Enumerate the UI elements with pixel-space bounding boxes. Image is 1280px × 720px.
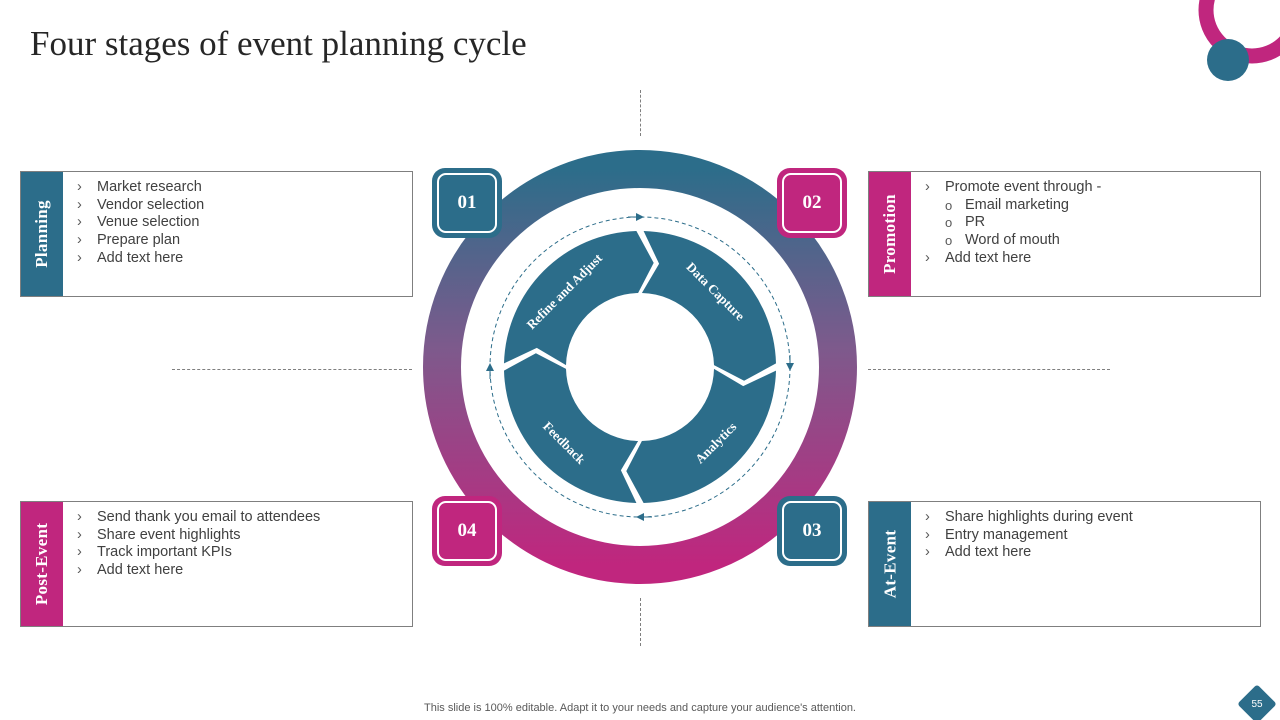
stage-name: Post-Event — [32, 522, 52, 606]
community-building-label: Community Building — [560, 108, 721, 151]
list-item: › Promote event through - — [925, 179, 1252, 197]
item-text: PR — [965, 214, 986, 231]
stage-number-badge-01: 01 — [432, 168, 502, 238]
stage-number: 01 — [437, 173, 497, 233]
item-text: Send thank you email to attendees — [97, 509, 321, 525]
cycle-segment — [504, 353, 639, 503]
stage-number-badge-04: 04 — [432, 496, 502, 566]
item-text: Entry management — [945, 526, 1068, 543]
stage-panel-at-event: At-Event ›Share highlights during event›… — [868, 501, 1261, 627]
list-item: › Entry management — [925, 527, 1252, 545]
stage-items: › Promote event through - o Email marketing… — [925, 179, 1252, 268]
item-text: Add text here — [945, 249, 1032, 266]
corner-decoration — [1198, 0, 1280, 81]
page-title: Four stages of event planning cycle — [30, 24, 527, 63]
bullet-marker: › — [925, 509, 930, 525]
bullet-marker: o — [945, 233, 953, 249]
stage-label-bar: At-Event — [869, 502, 911, 626]
list-item: › Share highlights during event — [925, 509, 1252, 527]
stage-items: › Market research › Vendor selection › Venue … — [77, 179, 404, 268]
stage-panel-promotion: Promotion › Promote event through - o Email… — [868, 171, 1261, 297]
page-number: 55 — [1251, 698, 1263, 710]
item-text: Track important KPIs — [97, 544, 232, 561]
bullet-marker: › — [77, 232, 82, 249]
cycle-segment — [641, 231, 776, 381]
bullet-marker: o — [945, 215, 953, 231]
stage-number-badge-03: 03 — [777, 496, 847, 566]
item-text: Promote event through - — [945, 179, 1102, 195]
item-text: Add text here — [97, 249, 184, 266]
stage-items: › Share highlights during event › Entry man… — [925, 509, 1252, 562]
item-text: Share event highlights — [97, 526, 241, 543]
bullet-marker: › — [77, 526, 82, 543]
bullet-marker: › — [77, 179, 82, 195]
page-number-badge: 55 — [1237, 684, 1277, 720]
stage-name: At-Event — [880, 529, 899, 599]
bullet-marker: › — [925, 179, 930, 195]
bullet-marker: › — [77, 214, 82, 231]
list-item: › Add text here — [925, 544, 1252, 562]
sub-list-item: o PR — [925, 214, 1252, 232]
list-item: › Vendor selection — [77, 197, 404, 215]
footer-note: This slide is 100% editable. Adapt it to… — [424, 702, 856, 714]
list-item: › Track important KPIs — [77, 544, 404, 562]
list-item: › Share event highlights — [77, 527, 404, 545]
stage-items: › Send thank you email to attendees › Share… — [77, 509, 404, 580]
stage-number: 03 — [782, 501, 842, 561]
item-text: Vendor selection — [97, 196, 205, 213]
cycle-segment — [504, 231, 654, 366]
list-item: › Venue selection — [77, 214, 404, 232]
bullet-marker: › — [925, 544, 930, 561]
guide-line-right — [868, 369, 1110, 370]
item-text: Market research — [97, 179, 202, 195]
item-text: Share highlights during event — [945, 509, 1133, 525]
stage-number-badge-02: 02 — [777, 168, 847, 238]
list-item: › Market research — [77, 179, 404, 197]
stage-panel-planning: Planning › Market research › Vendor selecti… — [20, 171, 413, 297]
bullet-marker: › — [77, 196, 82, 213]
sub-list-item: o Word of mouth — [925, 232, 1252, 250]
bullet-marker: › — [77, 544, 82, 561]
list-item: › Add text here — [77, 250, 404, 268]
item-text: Add text here — [945, 544, 1032, 561]
bullet-marker: › — [77, 562, 82, 579]
guide-line-top — [640, 90, 641, 136]
item-text: Email marketing — [965, 196, 1069, 213]
list-item: › Prepare plan — [77, 232, 404, 250]
item-text: Word of mouth — [965, 232, 1060, 249]
list-item: › Send thank you email to attendees — [77, 509, 404, 527]
stage-number: 02 — [782, 173, 842, 233]
stage-name: Promotion — [880, 194, 900, 274]
sub-list-item: o Email marketing — [925, 197, 1252, 215]
item-text: Add text here — [97, 562, 184, 579]
stage-number: 04 — [437, 501, 497, 561]
stage-label-bar: Promotion — [869, 172, 911, 296]
cycle-segment — [626, 368, 776, 503]
item-text: Prepare plan — [97, 232, 181, 249]
guide-line-left — [172, 369, 412, 370]
stage-name: Planning — [32, 200, 52, 268]
bullet-marker: › — [77, 509, 82, 525]
item-text: Venue selection — [97, 214, 200, 231]
list-item: › Add text here — [77, 562, 404, 580]
bullet-marker: › — [925, 526, 930, 543]
guide-line-bottom — [640, 598, 641, 646]
bullet-marker: o — [945, 197, 953, 213]
outer-ring — [423, 150, 857, 584]
stage-label-bar: Planning — [21, 172, 63, 296]
list-item: › Add text here — [925, 250, 1252, 268]
stage-label-bar: Post-Event — [21, 502, 63, 626]
bullet-marker: › — [77, 249, 82, 266]
bullet-marker: › — [925, 249, 930, 266]
stage-panel-post-event: Post-Event › Send thank you email to atte… — [20, 501, 413, 627]
